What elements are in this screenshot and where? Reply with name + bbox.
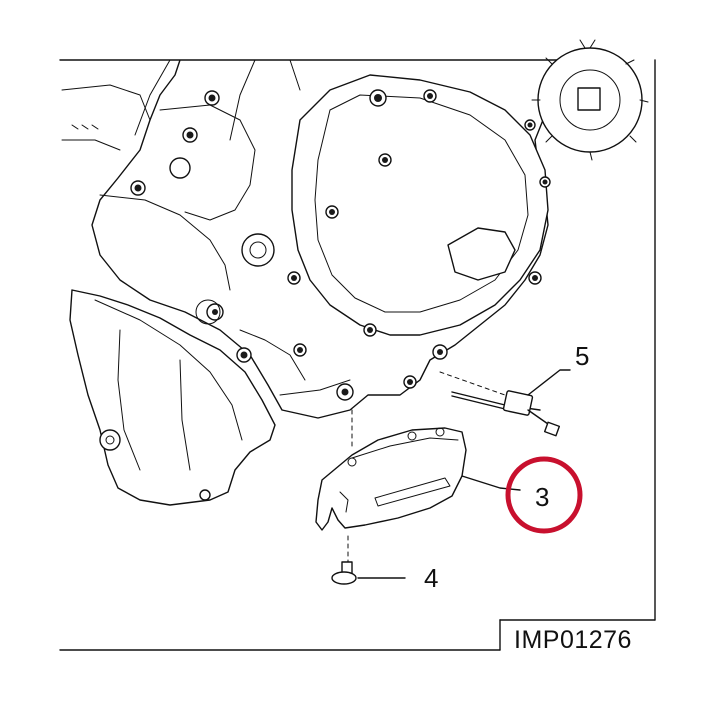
sprocket-gear: [531, 39, 649, 161]
figure-reference-code: IMP01276: [514, 626, 632, 654]
callout-label-3: 3: [535, 482, 549, 512]
frame-border: [59, 59, 656, 651]
part-5-wire-tie-connector: [439, 371, 561, 437]
callout-3-highlight-circle: [505, 456, 583, 534]
callout-label-5: 5: [575, 341, 589, 371]
part-4-screw: [331, 535, 357, 585]
callout-label-4: 4: [424, 563, 438, 593]
part-3-guard-cover: [315, 409, 467, 531]
casing-bolts: [99, 89, 551, 501]
engine-casing-illustration: [59, 39, 649, 506]
leader-lines: [357, 369, 571, 579]
